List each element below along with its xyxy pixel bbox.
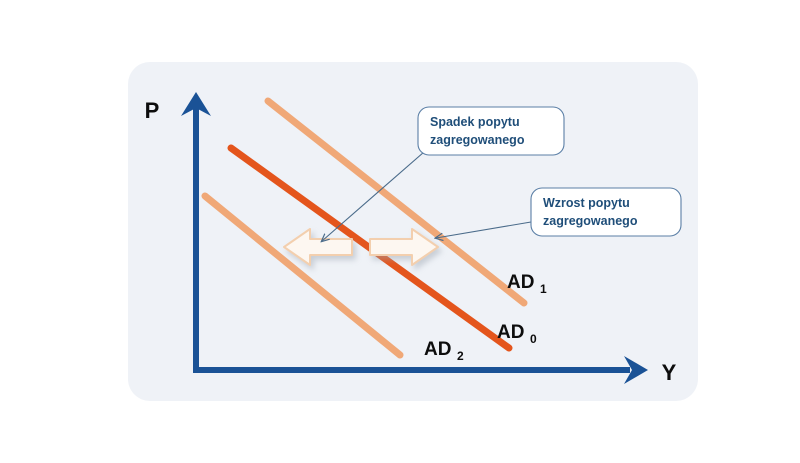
y-axis-label: P xyxy=(145,98,160,123)
curve-label-ad2-subscript: 2 xyxy=(457,349,464,363)
x-axis-label: Y xyxy=(662,360,677,385)
curve-ad2 xyxy=(201,192,404,359)
curve-ad1 xyxy=(264,97,528,307)
increase-callout-line2: zagregowanego xyxy=(543,214,638,228)
curve-label-ad1-subscript: 1 xyxy=(540,282,547,296)
increase-callout[interactable]: Wzrost popytu zagregowanego xyxy=(530,187,682,237)
increase-callout-line1: Wzrost popytu xyxy=(543,196,630,210)
axes-group xyxy=(181,92,648,384)
callout-leaders-group xyxy=(322,151,532,241)
curve-label-ad1: AD 1 xyxy=(507,272,547,296)
decrease-callout-line1: Spadek popytu xyxy=(430,115,520,129)
decrease-shift-arrow xyxy=(283,228,353,266)
curve-label-ad0: AD 0 xyxy=(497,322,537,346)
curve-label-ad2-text: AD xyxy=(424,339,451,360)
decrease-callout[interactable]: Spadek popytu zagregowanego xyxy=(417,106,565,156)
increase-shift-arrow xyxy=(369,228,439,266)
decrease-callout-line2: zagregowanego xyxy=(430,133,525,147)
decrease-callout-leader-line xyxy=(322,151,425,241)
curve-label-ad2: AD 2 xyxy=(424,339,464,363)
shift-arrows-group xyxy=(283,228,439,266)
increase-callout-leader-line xyxy=(436,221,532,238)
y-axis-arrowhead xyxy=(181,92,211,116)
curve-label-ad0-text: AD xyxy=(497,322,524,343)
curve-label-ad1-text: AD xyxy=(507,272,534,293)
x-axis-arrowhead xyxy=(624,356,648,384)
curve-label-ad0-subscript: 0 xyxy=(530,332,537,346)
decrease-callout-box xyxy=(417,106,565,156)
increase-callout-box xyxy=(530,187,682,237)
